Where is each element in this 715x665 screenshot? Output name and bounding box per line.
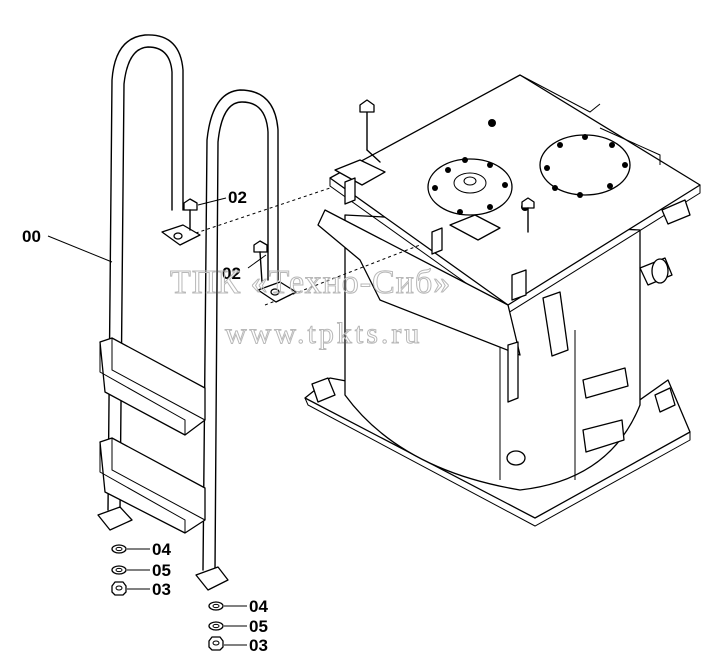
callout-05-right: 05 [249, 617, 268, 636]
washer-left-a-icon [111, 544, 127, 554]
callout-04-left: 04 [152, 540, 171, 559]
callout-05-left: 05 [152, 561, 171, 580]
nut-left-icon [111, 581, 127, 596]
bolt-upper [183, 198, 198, 231]
hydraulic-tank [189, 74, 701, 527]
watermark-url: www.tpkts.ru [225, 317, 422, 350]
callout-02-lower: 02 [222, 264, 241, 283]
bolt-lower [253, 240, 268, 283]
watermark-company: ТПК «Техно-Сиб» [170, 264, 451, 301]
ladder-step-upper [99, 337, 206, 436]
hardware-right [208, 601, 247, 651]
nut-right-icon [208, 636, 224, 651]
callout-00: 00 [22, 227, 41, 246]
callout-02-upper: 02 [228, 188, 247, 207]
ladder-rail-rear [107, 34, 184, 511]
callout-03-left: 03 [152, 580, 171, 599]
washer-right-a-icon [208, 601, 224, 611]
ladder-assembly [97, 34, 297, 591]
washer-right-b-icon [208, 621, 224, 631]
tank-cover-left [427, 158, 513, 216]
ladder-rail-front [202, 89, 279, 571]
callout-04-right: 04 [249, 597, 268, 616]
callout-03-right: 03 [249, 636, 268, 655]
hardware-left [111, 544, 150, 596]
washer-left-b-icon [111, 565, 127, 575]
